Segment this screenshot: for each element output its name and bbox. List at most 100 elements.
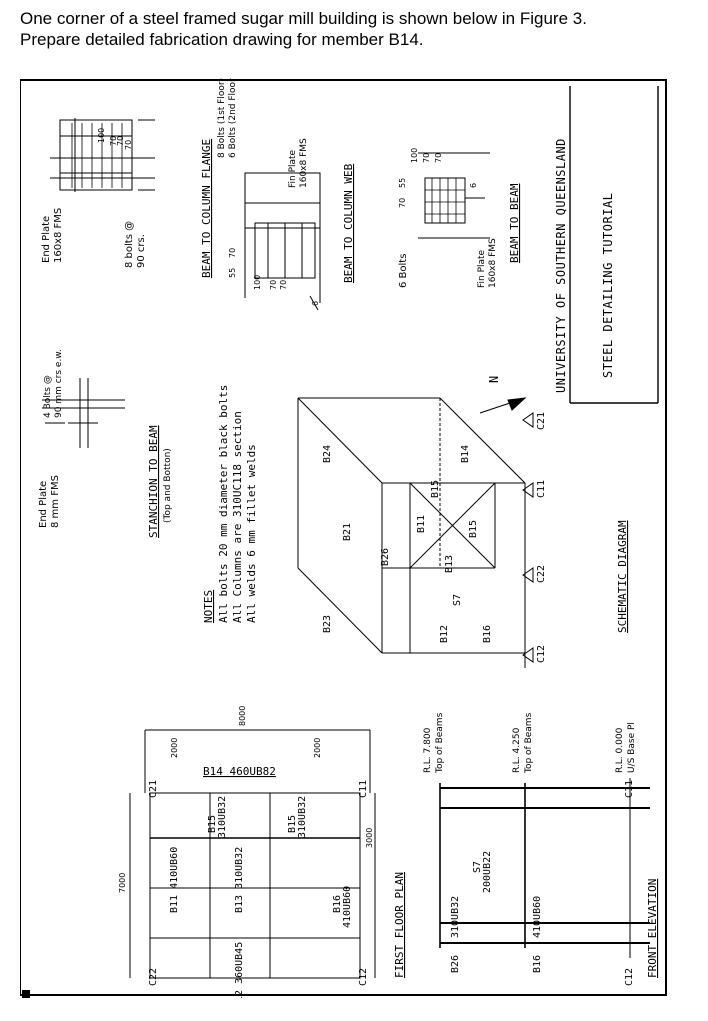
drawing-svg: UNIVERSITY OF SOUTHERN QUEENSLAND STEEL … — [20, 78, 667, 998]
schematic-label-b16: B16 — [482, 625, 493, 643]
plan-b14-label: B14 460UB82 — [203, 765, 276, 778]
elev-s7-label: S7 — [472, 861, 483, 873]
b2b-dim-70b: 70 — [434, 153, 443, 163]
schematic-column-c22: C22 — [536, 565, 547, 583]
notes-title: NOTES — [202, 590, 215, 623]
university-title: UNIVERSITY OF SOUTHERN QUEENSLAND — [554, 138, 568, 393]
web-dim-55: 55 — [228, 268, 237, 278]
flange-end-plate-label: End Plate — [41, 216, 52, 263]
notes-line-3: All welds 6 mm fillet welds — [245, 444, 258, 623]
flange-dim-70: 70 — [116, 136, 125, 146]
detail-beam-to-column-web — [244, 172, 321, 311]
stanchion-detail-subtitle: (Top and Botton) — [163, 448, 173, 523]
plan-column-c22: C22 — [148, 968, 159, 986]
b2b-bolts: 6 Bolts — [398, 254, 409, 288]
web-dim-100: 100 — [253, 275, 262, 290]
web-dim-70: 70 — [228, 248, 237, 258]
plan-column-c21: C21 — [148, 780, 159, 798]
elev-c12-label: C12 — [624, 968, 635, 986]
plan-b15-bottom: B15 — [287, 815, 298, 833]
flange-end-plate-size: 160x8 FMS — [53, 208, 64, 263]
elev-s7-section: 200UB22 — [482, 851, 493, 893]
question-line-1: One corner of a steel framed sugar mill … — [20, 9, 587, 28]
first-floor-plan — [129, 729, 376, 979]
schematic-column-c11: C11 — [536, 480, 547, 498]
schematic-label-b26: B26 — [380, 548, 391, 566]
detail-stanchion-to-beam — [42, 378, 125, 448]
stanchion-end-plate: End Plate — [38, 481, 49, 528]
elev-rl-top: R.L. 7.800 — [423, 727, 433, 773]
sheet-border — [20, 79, 667, 996]
tutorial-title: STEEL DETAILING TUTORIAL — [601, 193, 615, 378]
plan-b12-label: B12 360UB45 — [234, 942, 245, 998]
drawing-sheet: UNIVERSITY OF SOUTHERN QUEENSLAND STEEL … — [20, 78, 670, 998]
elev-rl-top-desc: Top of Beams — [435, 712, 445, 774]
flange-bolts-crs: 90 crs. — [136, 234, 147, 268]
schematic-label-b21: B21 — [342, 523, 353, 541]
web-weld-6: 6 — [311, 301, 320, 306]
b2b-detail-title: BEAM TO BEAM — [508, 183, 521, 263]
notes-line-2: All Columns are 310UC118 section — [231, 411, 244, 623]
flange-dim-70: 70 — [124, 140, 133, 150]
web-fin-plate: Fin Plate — [288, 149, 298, 188]
elev-b16-label: B16 — [532, 955, 543, 973]
schematic-label-b15: B15 — [430, 480, 441, 498]
schematic-column-c21: C21 — [536, 412, 547, 430]
stanchion-bolts-crs: 90 mm crs e.w. — [54, 349, 64, 418]
question-text: One corner of a steel framed sugar mill … — [20, 8, 587, 50]
web-dim-70b: 70 — [279, 280, 288, 290]
b2b-fin-plate-size: 160x8 FMS — [488, 238, 498, 288]
plan-b15-bottom-section: 310UB32 — [297, 796, 308, 838]
plan-dim-2000b: 2000 — [313, 738, 322, 758]
schematic-label-b12: B12 — [439, 625, 450, 643]
b2b-dim-55: 55 — [398, 178, 407, 188]
elev-rl-mid: R.L. 4.250 — [512, 727, 522, 773]
b2b-dim-100: 100 — [410, 148, 419, 163]
flange-bolts-label: 8 bolts @ — [124, 221, 135, 268]
b2b-weld-6: 6 — [469, 183, 478, 188]
schematic-label-s7: S7 — [452, 594, 463, 606]
schematic-label-b14: B14 — [460, 445, 471, 463]
schematic-label-b13: B13 — [444, 555, 455, 573]
plan-dim-7000: 7000 — [118, 873, 127, 893]
north-arrow-label: N — [487, 376, 501, 383]
b2b-dim-70a: 70 — [422, 153, 431, 163]
web-bolts-2nd: 6 Bolts (2nd Floor) — [228, 78, 238, 158]
elev-rl-base-desc: U/S Base Pl — [627, 722, 637, 773]
elev-b26-section: 310UB32 — [450, 896, 461, 938]
b2b-dim-70: 70 — [398, 198, 407, 208]
web-dim-70a: 70 — [269, 280, 278, 290]
schematic-column-c12: C12 — [536, 645, 547, 663]
front-elevation — [439, 778, 650, 958]
plan-b15-top: B15 — [207, 815, 218, 833]
schematic-diagram — [297, 397, 534, 668]
detail-beam-to-beam — [418, 152, 490, 239]
plan-dim-2000a: 2000 — [170, 738, 179, 758]
schematic-label-b11: B11 — [416, 515, 427, 533]
schematic-label-b15: B15 — [468, 520, 479, 538]
elevation-title: FRONT ELEVATION — [646, 879, 659, 978]
flange-detail-title: BEAM TO COLUMN FLANGE — [200, 139, 213, 278]
flange-dim-100: 100 — [97, 128, 106, 143]
b2b-fin-plate: Fin Plate — [477, 249, 487, 288]
plan-title: FIRST FLOOR PLAN — [393, 872, 406, 978]
stanchion-detail-title: STANCHION TO BEAM — [147, 425, 160, 538]
plan-dim-8000: 8000 — [238, 706, 247, 726]
question-line-2: Prepare detailed fabrication drawing for… — [20, 30, 424, 49]
detail-beam-to-column-flange — [50, 118, 155, 192]
stanchion-bolts: 4 Bolts @ — [43, 375, 53, 418]
plan-b11-label: B11 410UB60 — [169, 847, 180, 913]
flange-dim-70: 70 — [109, 136, 118, 146]
sheet-corner-mark — [22, 990, 30, 998]
stanchion-end-plate-size: 8 mm FMS — [50, 475, 61, 528]
plan-b16-section: 410UB60 — [342, 886, 353, 928]
elev-b16-section: 410UB60 — [532, 896, 543, 938]
plan-dim-3000: 3000 — [365, 828, 374, 848]
web-detail-title: BEAM TO COLUMN WEB — [342, 163, 355, 283]
schematic-label-b24: B24 — [322, 445, 333, 463]
elev-c11-label: C11 — [624, 780, 635, 798]
web-bolts-1st: 8 Bolts (1st Floor) — [217, 78, 227, 158]
elev-b26-label: B26 — [450, 955, 461, 973]
schematic-title: SCHEMATIC DIAGRAM — [616, 520, 629, 633]
elev-rl-mid-desc: Top of Beams — [524, 712, 534, 774]
